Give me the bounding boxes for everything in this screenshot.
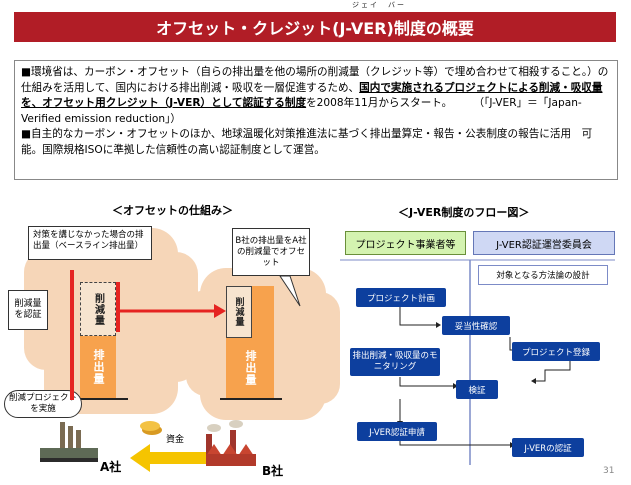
flow-diagram-svg [340, 259, 615, 465]
reduction-label-b: 削減量 [233, 297, 244, 327]
emission-bar-b: 排出量 [226, 338, 274, 398]
intro-b1-bold: 国内で実施されるプロジェクトによる削減・吸収量を、オフセット用クレジット（J-V… [21, 81, 603, 110]
step-methodology: 対象となる方法論の設計 [478, 265, 608, 285]
intro-bullet-2: ■自主的なカーボン・オフセットのほか、地球温暖化対策推進法に基づく排出量算定・報… [21, 128, 593, 156]
intro-bullet-1: ■環境省は、カーボン・オフセット（自らの排出量を他の場所の削減量（クレジット等）… [21, 65, 611, 127]
factory-b-icon [206, 420, 256, 466]
step-application: J-VER認証申請 [357, 422, 437, 441]
reduction-label-a: 削減量 [92, 292, 104, 326]
company-b-label: B社 [262, 464, 284, 478]
money-label: 資金 [166, 435, 185, 445]
money-arrow [130, 444, 206, 472]
bracket-left [70, 270, 74, 400]
intro-b1-note: （「J-VER」＝「Japan-Verified emission reduct… [21, 97, 582, 125]
step-certification: J-VERの認証 [512, 438, 584, 457]
step-plan: プロジェクト計画 [356, 288, 446, 307]
factory-a-icon [40, 422, 98, 462]
emission-bar-a: 排出量 [80, 336, 116, 398]
baseline-a [70, 398, 128, 400]
col-operator: プロジェクト事業者等 [345, 231, 466, 255]
certified-label: 削減量を認証 [8, 290, 48, 330]
offset-arrow-head [214, 304, 226, 318]
intro-b1-prefix: ■環境省は、カーボン・オフセット（自らの排出量を他の場所の削減量（クレジット等）… [21, 66, 609, 94]
offset-bubble: B社の排出量をA社の削減量でオフセット [232, 228, 310, 276]
bracket-mid [116, 282, 120, 332]
step-monitoring: 排出削減・吸収量のモニタリング [350, 348, 440, 376]
flow-heading: ＜J-VER制度のフロー図＞ [398, 206, 530, 219]
offset-diagram-svg [40, 270, 301, 472]
reduction-bar-a: 削減量 [80, 282, 116, 336]
reduction-bar-b: 削減量 [226, 286, 252, 338]
col-committee: J-VER認証運営委員会 [473, 231, 615, 255]
step-registration: プロジェクト登録 [512, 342, 600, 361]
cloud-b-right [300, 292, 340, 404]
company-a-label: A社 [100, 460, 122, 474]
emission-label-b: 排出量 [244, 350, 257, 386]
title-ruby: ジェイ バー [352, 1, 406, 9]
intro-b1-suffix: を2008年11月からスタート。 [306, 97, 447, 109]
page-number: 31 [603, 466, 615, 476]
money-icon [140, 421, 162, 435]
intro-textbox: ■環境省は、カーボン・オフセット（自らの排出量を他の場所の削減量（クレジット等）… [14, 60, 618, 180]
emission-label-a: 排出量 [92, 349, 105, 385]
baseline-b [220, 398, 282, 400]
project-label: 削減プロジェクトを実施 [4, 390, 82, 418]
bubble-tail [279, 275, 301, 307]
step-validation: 妥当性確認 [442, 316, 510, 335]
offset-heading: ＜オフセットの仕組み＞ [112, 204, 233, 217]
step-verification: 検証 [456, 380, 498, 399]
baseline-note: 対策を講じなかった場合の排出量（ベースライン排出量） [28, 226, 152, 260]
page-title: オフセット・クレジット(J-VER)制度の概要 [14, 12, 616, 42]
